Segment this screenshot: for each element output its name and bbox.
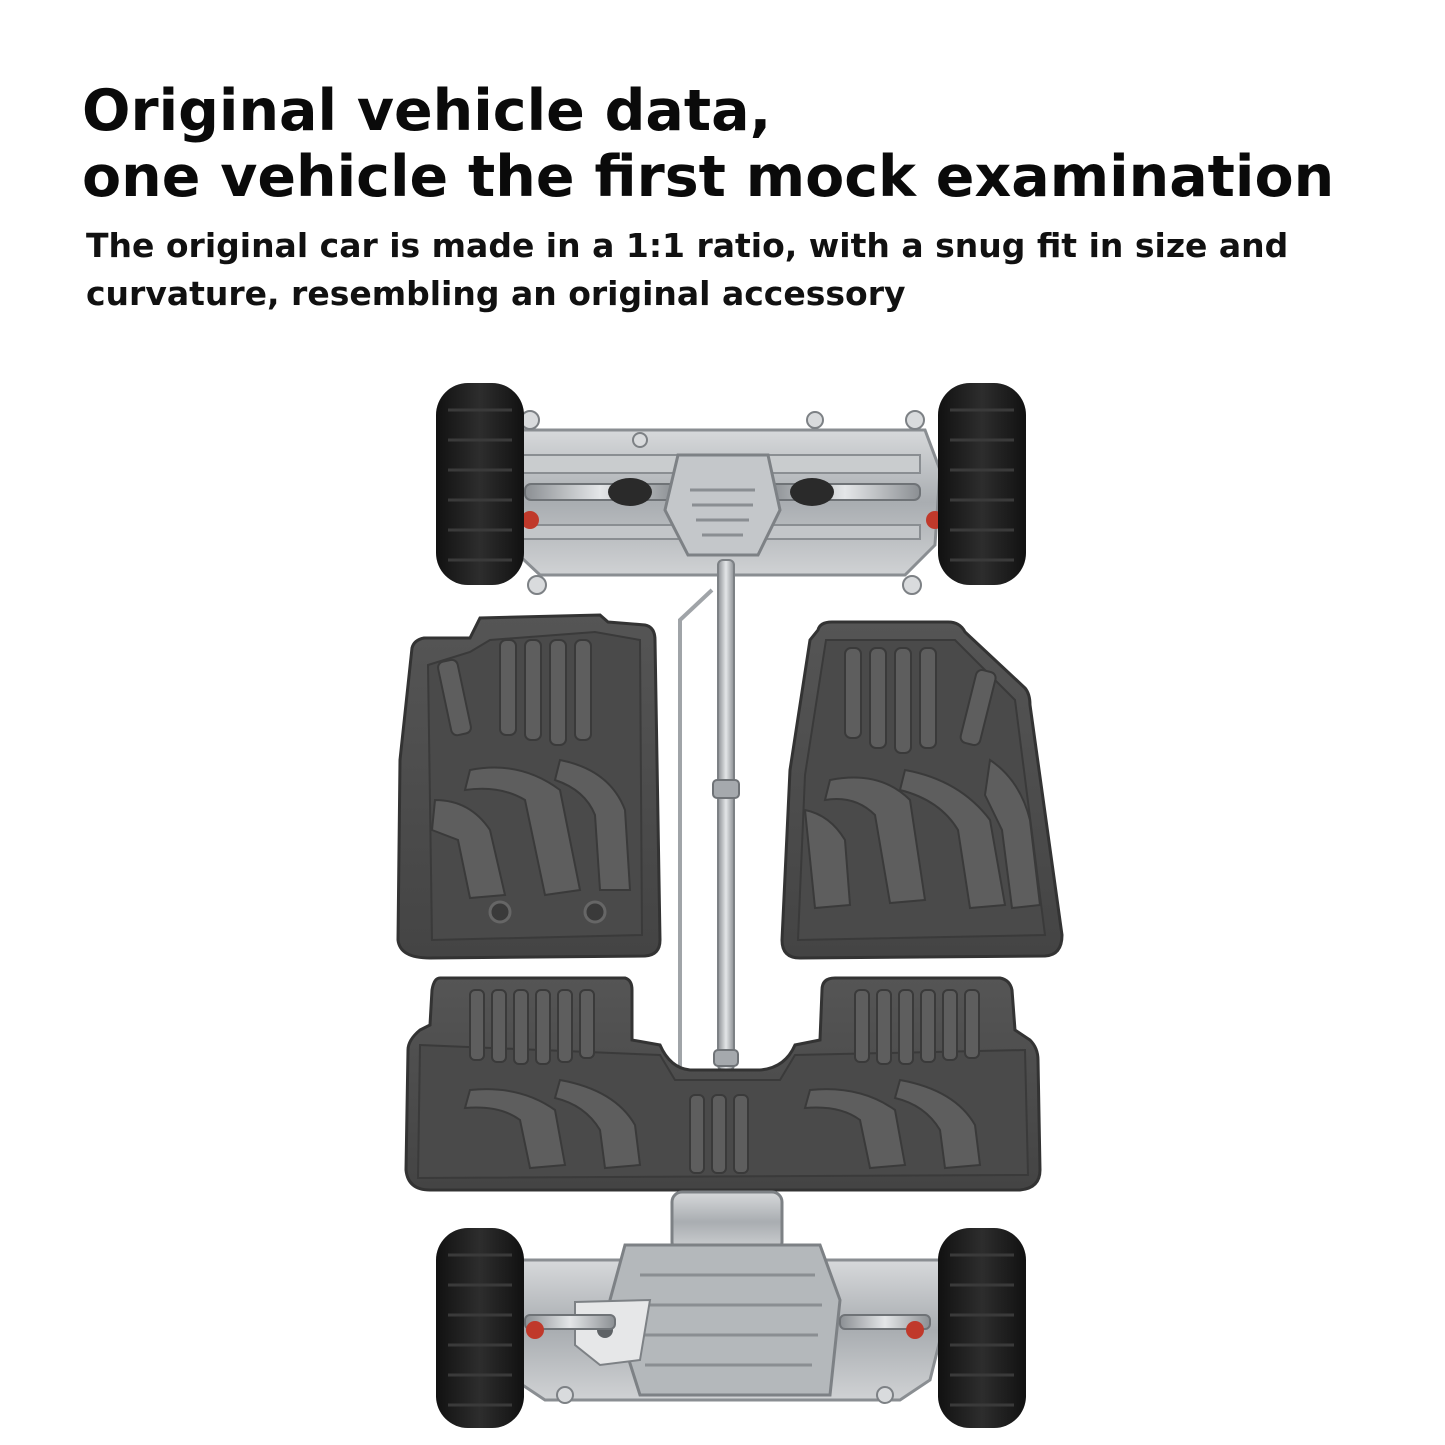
floor-mat-icon	[780, 620, 1064, 960]
chassis-icon	[503, 1190, 947, 1404]
car-chassis-floor-mats-illustration	[396, 383, 1064, 1428]
headline-line-2: one vehicle the first mock examination	[82, 144, 1335, 210]
drive-shaft-icon	[678, 559, 740, 1075]
wheel-icon	[938, 1228, 1026, 1428]
wheel-icon	[938, 383, 1026, 585]
subheadline: The original car is made in a 1:1 ratio,…	[86, 222, 1386, 318]
headline-line-1: Original vehicle data,	[82, 78, 772, 144]
subheadline-line-1: The original car is made in a 1:1 ratio,…	[86, 226, 1289, 265]
wheel-icon	[436, 383, 524, 585]
headline: Original vehicle data, one vehicle the f…	[82, 78, 1334, 210]
floor-mat-icon	[404, 976, 1042, 1192]
floor-mat-icon	[396, 613, 662, 960]
rear-axle-assembly	[500, 410, 944, 595]
subheadline-line-2: curvature, resembling an original access…	[86, 274, 906, 313]
wheel-icon	[436, 1228, 524, 1428]
